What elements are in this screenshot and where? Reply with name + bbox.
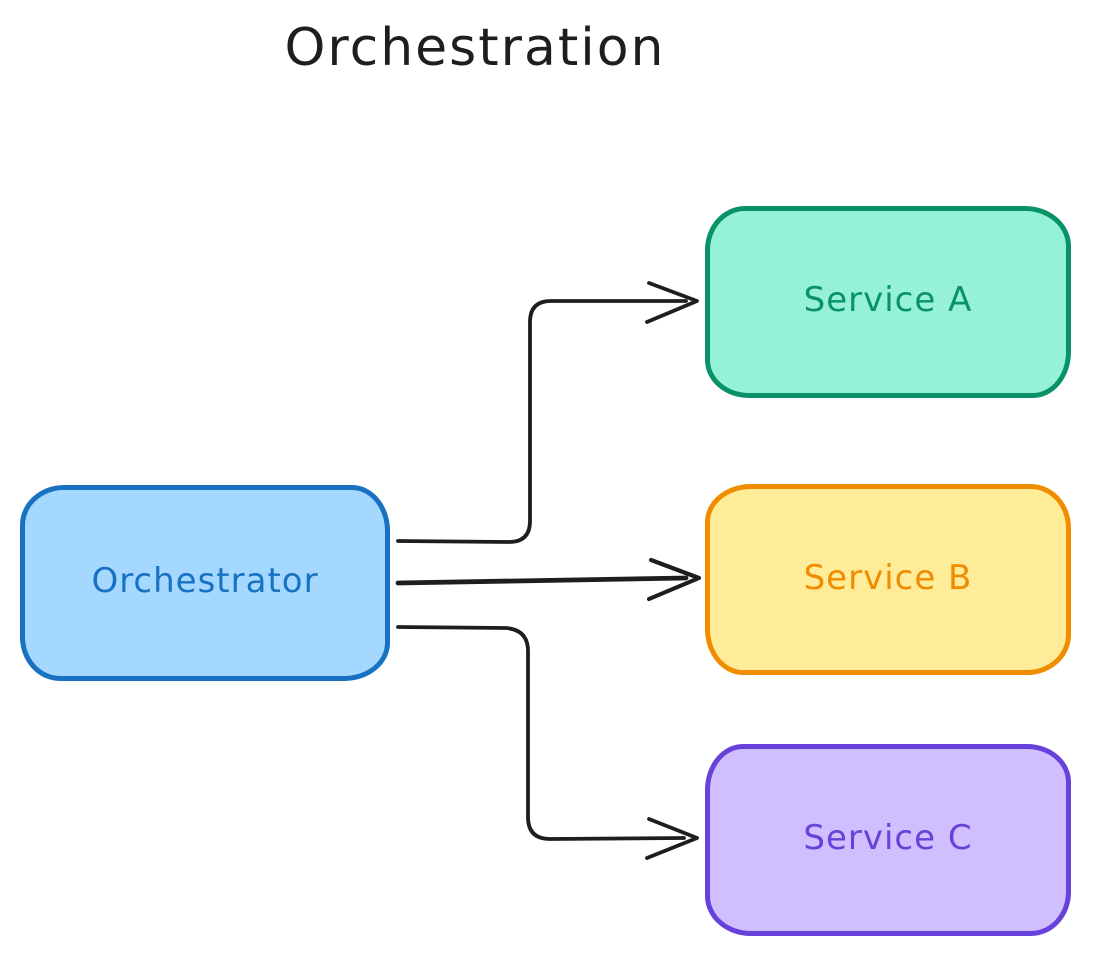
arrowhead-icon — [645, 281, 699, 324]
node-orchestrator: Orchestrator — [20, 485, 390, 681]
arrow-shaft — [396, 625, 686, 841]
arrowhead-icon — [646, 557, 702, 602]
arrow-orchestrator-to-service-b — [395, 557, 702, 602]
diagram-title: Orchestration — [284, 18, 666, 78]
arrow-orchestrator-to-service-c — [396, 625, 699, 860]
arrow-shaft — [395, 575, 689, 586]
node-service-c-label: Service C — [803, 818, 973, 858]
node-orchestrator-label: Orchestrator — [91, 561, 319, 601]
arrowhead-icon — [645, 817, 699, 860]
node-service-c: Service C — [705, 744, 1071, 936]
node-service-a: Service A — [705, 206, 1071, 398]
node-service-a-label: Service A — [803, 280, 973, 320]
node-service-b-label: Service B — [803, 557, 973, 598]
arrow-shaft — [396, 299, 688, 544]
arrow-orchestrator-to-service-a — [396, 281, 699, 544]
node-service-b: Service B — [705, 484, 1071, 675]
